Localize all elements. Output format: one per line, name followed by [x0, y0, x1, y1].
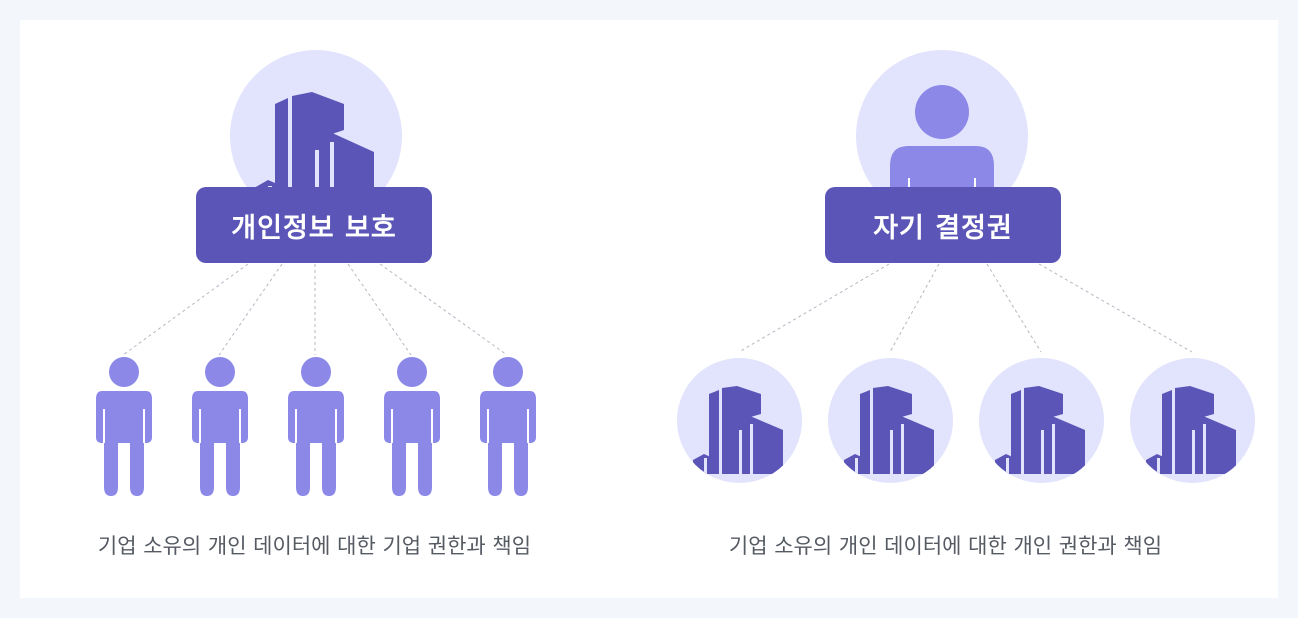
left-connectors [122, 263, 508, 356]
right-hub-label: 자기 결정권 [825, 187, 1061, 263]
person-icon [192, 357, 248, 496]
right-panel: 자기 결정권 [649, 20, 1278, 598]
building-icon [1146, 386, 1236, 474]
left-panel: 개인정보 보호 [20, 20, 649, 598]
right-connectors [738, 263, 1193, 353]
person-icon [480, 357, 536, 496]
building-circle [1130, 358, 1255, 483]
building-icon [844, 386, 934, 474]
person-icon [96, 357, 152, 496]
building-icon [995, 386, 1085, 474]
building-circle [677, 358, 802, 483]
diagram-card: 개인정보 보호 [20, 20, 1278, 598]
person-icon [384, 357, 440, 496]
left-caption: 기업 소유의 개인 데이터에 대한 기업 권한과 책임 [97, 534, 532, 558]
left-hub-label: 개인정보 보호 [196, 187, 432, 263]
building-icon [693, 386, 783, 474]
person-icon [288, 357, 344, 496]
right-caption: 기업 소유의 개인 데이터에 대한 개인 권한과 책임 [728, 534, 1163, 558]
building-circle [828, 358, 953, 483]
building-circle [979, 358, 1104, 483]
